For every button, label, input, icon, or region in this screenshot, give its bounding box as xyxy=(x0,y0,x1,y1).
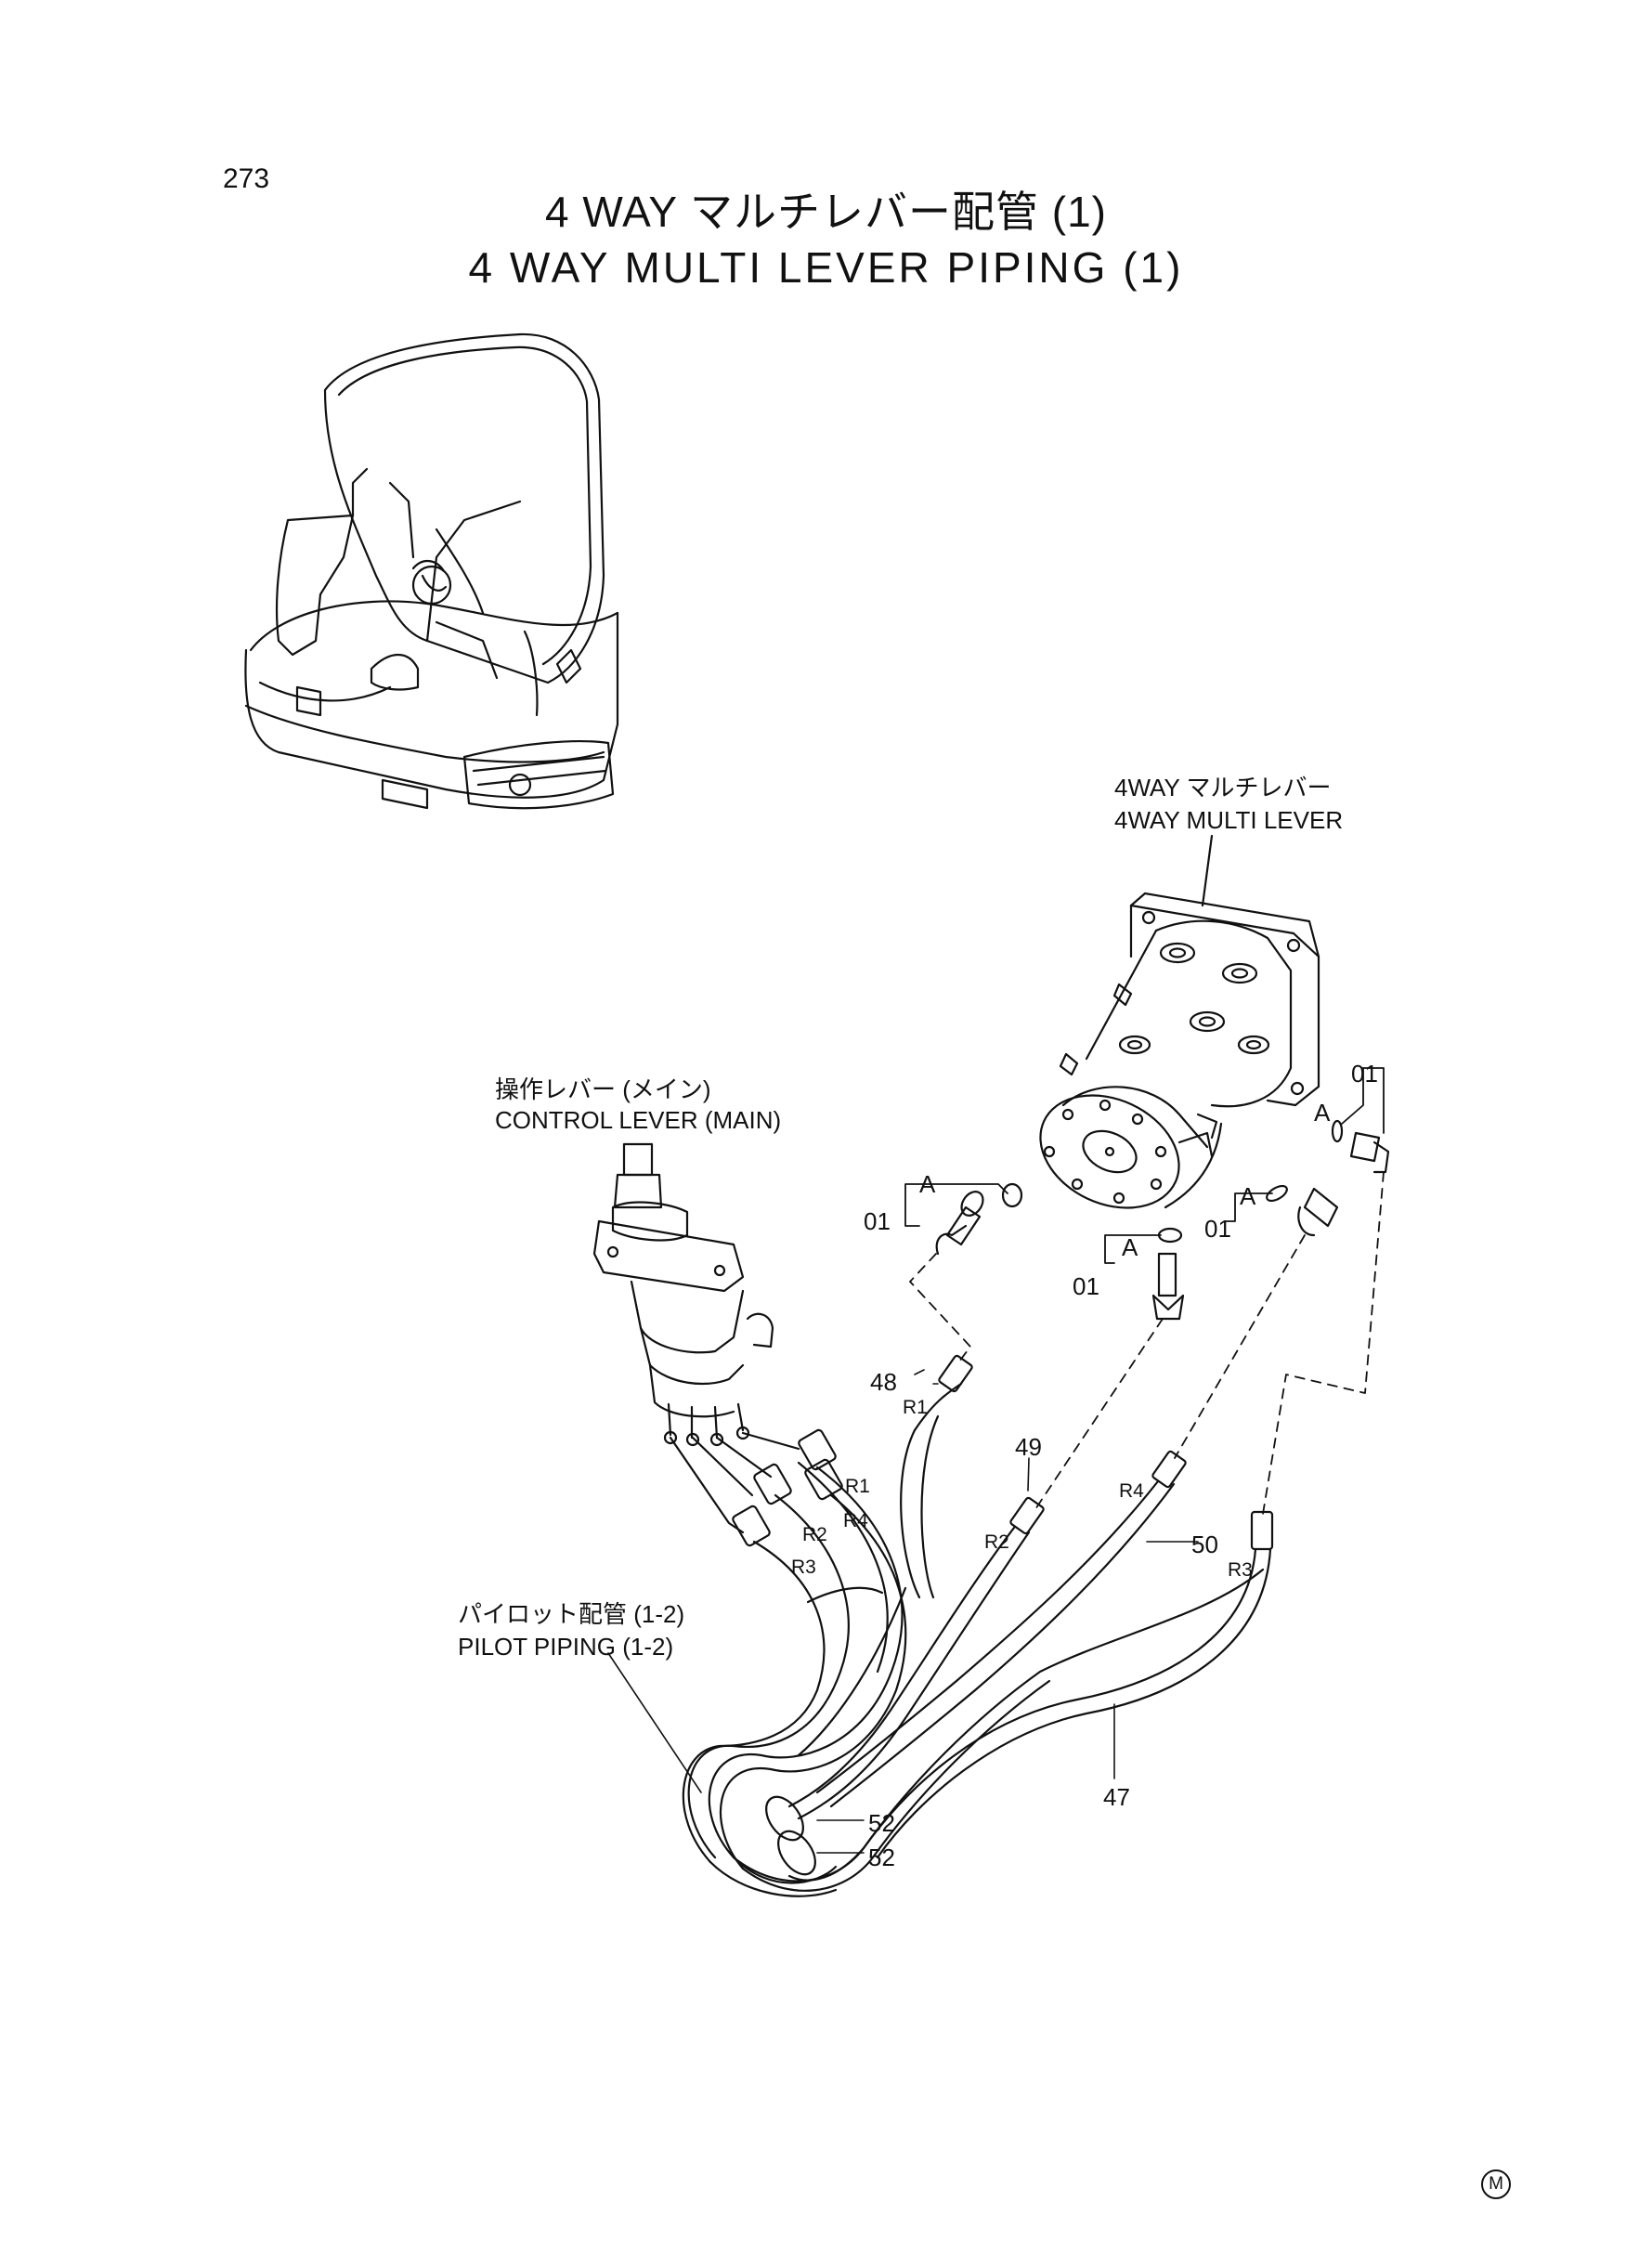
port-label-r3: R3 xyxy=(1228,1559,1253,1581)
part-number-47: 47 xyxy=(1103,1783,1130,1811)
hose-48 xyxy=(797,1354,973,1757)
elbow-fittings xyxy=(935,1119,1390,1321)
lever-pilot-lines xyxy=(669,1431,800,1534)
hose-50 xyxy=(815,1450,1187,1808)
corner-mark: M xyxy=(1481,2169,1511,2199)
multi-lever-leader xyxy=(1201,834,1214,907)
control-lever-label-en: CONTROL LEVER (MAIN) xyxy=(495,1106,782,1134)
part-number-01: 01 xyxy=(864,1207,891,1235)
pilot-piping-label-jp: パイロット配管 (1-2) xyxy=(458,1600,685,1628)
pilot-hose-bundle xyxy=(682,1461,1265,1897)
connection-lines xyxy=(909,1171,1385,1515)
leader-lines xyxy=(607,1369,1199,1854)
part-number-01: 01 xyxy=(1351,1060,1378,1088)
page-number: 273 xyxy=(223,163,270,194)
multi-lever-label-jp: 4WAY マルチレバー xyxy=(1114,774,1332,801)
port-label-r1: R1 xyxy=(903,1397,928,1418)
multi-lever-body xyxy=(1039,892,1320,1209)
cab-illustration xyxy=(244,332,619,810)
title-english: 4 WAY MULTI LEVER PIPING (1) xyxy=(468,243,1184,292)
port-label-r1: R1 xyxy=(845,1476,870,1497)
detail-marker-a: A xyxy=(1122,1233,1138,1261)
part-number-52: 52 xyxy=(868,1809,895,1837)
control-lever-label-jp: 操作レバー (メイン) xyxy=(495,1075,711,1103)
hose-49 xyxy=(787,1496,1045,1820)
title-japanese: 4 WAY マルチレバー配管 (1) xyxy=(545,188,1107,236)
part-number-52: 52 xyxy=(868,1844,895,1871)
multi-lever-label-en: 4WAY MULTI LEVER xyxy=(1114,806,1344,834)
pilot-piping-label-en: PILOT PIPING (1-2) xyxy=(458,1633,674,1661)
port-label-r3: R3 xyxy=(791,1557,816,1578)
part-number-48: 48 xyxy=(870,1368,897,1396)
detail-marker-a: A xyxy=(1314,1099,1331,1127)
port-label-r4: R4 xyxy=(1119,1480,1144,1502)
part-number-49: 49 xyxy=(1015,1433,1042,1461)
detail-marker-a: A xyxy=(919,1170,936,1198)
control-lever-body xyxy=(592,1142,774,1447)
hose-47 xyxy=(787,1510,1274,1882)
port-label-r2: R2 xyxy=(984,1531,1009,1553)
detail-marker-a: A xyxy=(1240,1182,1256,1210)
port-label-r2: R2 xyxy=(802,1524,827,1545)
part-number-50: 50 xyxy=(1191,1531,1218,1558)
part-number-01: 01 xyxy=(1204,1215,1231,1243)
hose-clamps xyxy=(765,1795,816,1876)
detail-brackets xyxy=(904,1067,1385,1264)
port-label-r4: R4 xyxy=(843,1510,868,1531)
part-number-01: 01 xyxy=(1073,1272,1099,1300)
